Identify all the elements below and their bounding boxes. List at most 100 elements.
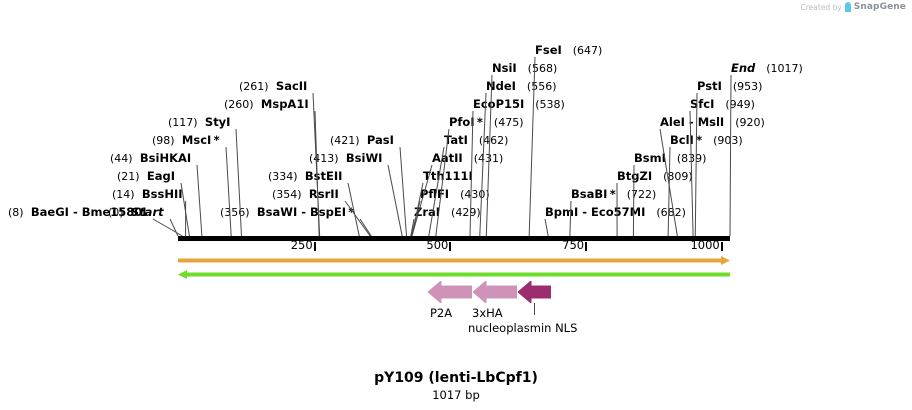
enzyme-label-pfoi: PfoI * (475) [449, 115, 524, 130]
enzyme-label-aatii: AatII (431) [432, 152, 504, 166]
leader-line [694, 92, 698, 237]
enzyme-label-pasi: (421) PasI [330, 133, 394, 148]
leader-line [312, 92, 321, 237]
enzyme-name: SfcI [690, 97, 715, 111]
feature-arrow-nucleoplasmin-nls[interactable] [517, 279, 552, 305]
enzyme-name: Start [130, 205, 164, 219]
enzyme-name: PstI [697, 79, 722, 93]
enzyme-label-bcli: BclI * (903) [670, 133, 743, 148]
enzyme-label-baegi-bme1580i: (8) BaeGI - Bme1580I [8, 205, 147, 220]
enzyme-label-bpmi-eco57mi: BpmI - Eco57MI (682) [545, 205, 686, 220]
leader-line [667, 146, 671, 237]
enzyme-position: (949) [725, 98, 755, 111]
enzyme-name: MslI [697, 115, 725, 129]
enzyme-separator: - [297, 205, 311, 219]
leader-line [169, 218, 179, 237]
snapgene-watermark: Created by SnapGene [801, 2, 906, 12]
enzyme-position: (431) [473, 152, 504, 165]
ruler-tick-label: 250 [290, 238, 313, 252]
leader-line [196, 164, 203, 237]
leader-line [435, 128, 450, 237]
enzyme-label-start: (0) Start [108, 205, 164, 220]
plasmid-length: 1017 bp [432, 388, 480, 402]
leader-line [225, 146, 232, 237]
enzyme-name: End [731, 61, 756, 75]
enzyme-name: BstEII [304, 169, 343, 183]
leader-line [569, 200, 572, 237]
ruler-tick-label: 500 [426, 238, 449, 252]
enzyme-name: NsiI [492, 61, 517, 75]
methylation-star-icon: * [474, 115, 483, 129]
feature-arrow-shape [517, 279, 552, 305]
enzyme-label-sfci: SfcI (949) [690, 97, 755, 112]
methylation-star-icon: * [607, 187, 616, 201]
enzyme-position: (462) [478, 134, 509, 147]
enzyme-name: SacII [275, 79, 308, 93]
enzyme-separator: - [68, 205, 82, 219]
enzyme-name: EagI [146, 169, 176, 183]
watermark-brand: SnapGene [853, 2, 906, 12]
plasmid-name: pY109 (lenti-LbCpf1) [374, 370, 538, 386]
antisense-strand-arrow [178, 270, 730, 279]
methylation-star-icon: * [346, 205, 355, 219]
feature-arrow-p2a[interactable] [427, 279, 473, 305]
enzyme-position: (1017) [766, 62, 803, 75]
leader-line [410, 218, 415, 237]
enzyme-separator: - [684, 115, 698, 129]
enzyme-name: BpmI [545, 205, 579, 219]
enzyme-name: FseI [535, 43, 562, 57]
enzyme-name: BsiWI [345, 151, 383, 165]
ruler-tick-label: 750 [562, 238, 585, 252]
title-block: pY109 (lenti-LbCpf1) 1017 bp [0, 370, 912, 402]
leader-line [359, 218, 372, 237]
feature-arrow-3xha[interactable] [472, 279, 518, 305]
ruler-tick-label: 1000 [690, 238, 720, 252]
enzyme-label-eagi: (21) EagI [117, 169, 176, 184]
leader-line [152, 218, 183, 237]
enzyme-position: (354) [272, 188, 302, 201]
enzyme-position: (809) [663, 170, 693, 183]
enzyme-position: (261) [239, 80, 269, 93]
enzyme-label-rsrii: (354) RsrII [272, 188, 339, 202]
leader-line [528, 56, 536, 237]
leader-line [469, 110, 474, 237]
enzyme-name: PasI [366, 133, 394, 147]
enzyme-name: BsaBI [571, 187, 608, 201]
sense-strand [178, 256, 730, 265]
enzyme-position: (429) [451, 206, 481, 219]
enzyme-separator: - [578, 205, 592, 219]
leader-line [180, 182, 190, 237]
ruler-tick [585, 242, 588, 251]
ruler-tick [720, 242, 723, 251]
leader-line [428, 146, 445, 237]
enzyme-name: NdeI [486, 79, 516, 93]
enzyme-position: (903) [713, 134, 743, 147]
enzyme-label-btgzi: BtgZI (809) [617, 169, 693, 184]
enzyme-position: (0) [108, 206, 124, 219]
enzyme-name: BsiHKAI [139, 151, 192, 165]
leader-line-layer [152, 56, 732, 237]
enzyme-position: (260) [224, 98, 254, 111]
leader-line [659, 128, 678, 237]
enzyme-name: BsmI [634, 151, 666, 165]
leader-line [411, 164, 433, 237]
leader-line [411, 182, 424, 237]
enzyme-name: BtgZI [617, 169, 653, 183]
enzyme-label-bsihkai: (44) BsiHKAI [110, 151, 192, 166]
enzyme-position: (953) [732, 80, 763, 93]
enzyme-position: (8) [8, 206, 24, 219]
enzyme-name: TatI [444, 133, 468, 147]
feature-label-nucleoplasmin-nls: nucleoplasmin NLS [468, 321, 578, 335]
enzyme-label-bsshii: (14) BssHII [112, 188, 183, 202]
leader-line [399, 146, 408, 237]
feature-label-connector [534, 303, 535, 315]
enzyme-label-mspa1i: (260) MspA1I [224, 98, 309, 112]
enzyme-position: (98) [152, 134, 175, 147]
methylation-star-icon: * [693, 133, 703, 147]
leader-line [479, 92, 487, 237]
enzyme-name: BsaWI [256, 205, 298, 219]
snapgene-logo-icon [844, 2, 851, 12]
enzyme-label-bsteii: (334) BstEII [268, 169, 343, 184]
enzyme-name: BclI [670, 133, 694, 147]
